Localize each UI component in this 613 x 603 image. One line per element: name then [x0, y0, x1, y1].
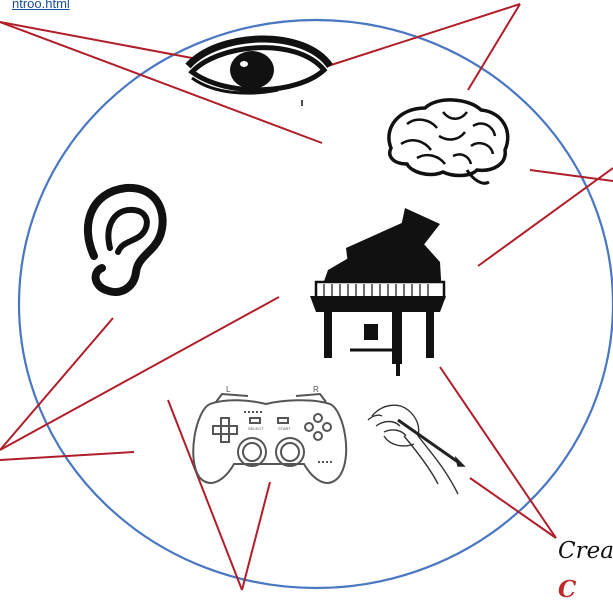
- brain-icon: [389, 100, 508, 183]
- gamepad-r-label: R: [313, 385, 319, 394]
- eye-icon: [188, 39, 330, 106]
- hand-drawing-icon: [368, 405, 464, 494]
- connector-lines: [0, 4, 613, 590]
- ear-icon: [88, 188, 163, 292]
- gamepad-start-label: START: [278, 426, 291, 431]
- gamepad-select-label: SELECT: [248, 426, 264, 431]
- gamepad-icon: [193, 394, 346, 483]
- grand-piano-icon: [310, 208, 446, 376]
- gamepad-l-label: L: [226, 385, 231, 394]
- caption-line-1: Crea: [558, 538, 613, 564]
- caption-line-2: C: [558, 576, 576, 603]
